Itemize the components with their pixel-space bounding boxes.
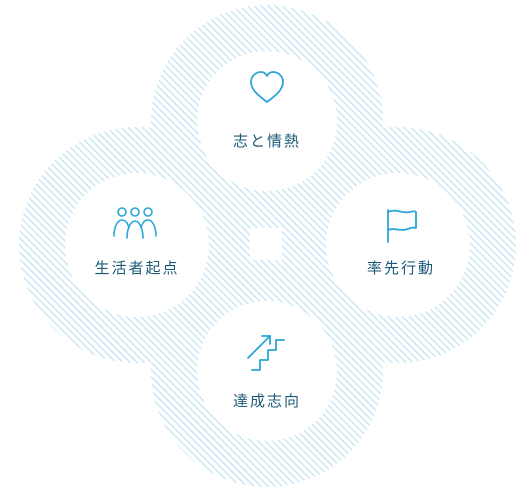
- value-label-left: 生活者起点: [94, 259, 179, 277]
- inner-circle-right: [326, 173, 470, 317]
- inner-circle-left: [65, 173, 209, 317]
- heart-icon: [250, 71, 284, 103]
- flag-icon: [387, 209, 417, 243]
- stairs-arrow-icon: [247, 335, 285, 371]
- inner-circle-top: [197, 51, 337, 191]
- inner-circles: [65, 51, 470, 441]
- inner-circle-bottom: [197, 301, 337, 441]
- value-label-top: 志と情熱: [233, 132, 301, 150]
- people-group-icon: [113, 207, 157, 239]
- value-label-right: 率先行動: [367, 259, 435, 277]
- center-square: [250, 228, 282, 260]
- value-label-bottom: 達成志向: [233, 392, 301, 410]
